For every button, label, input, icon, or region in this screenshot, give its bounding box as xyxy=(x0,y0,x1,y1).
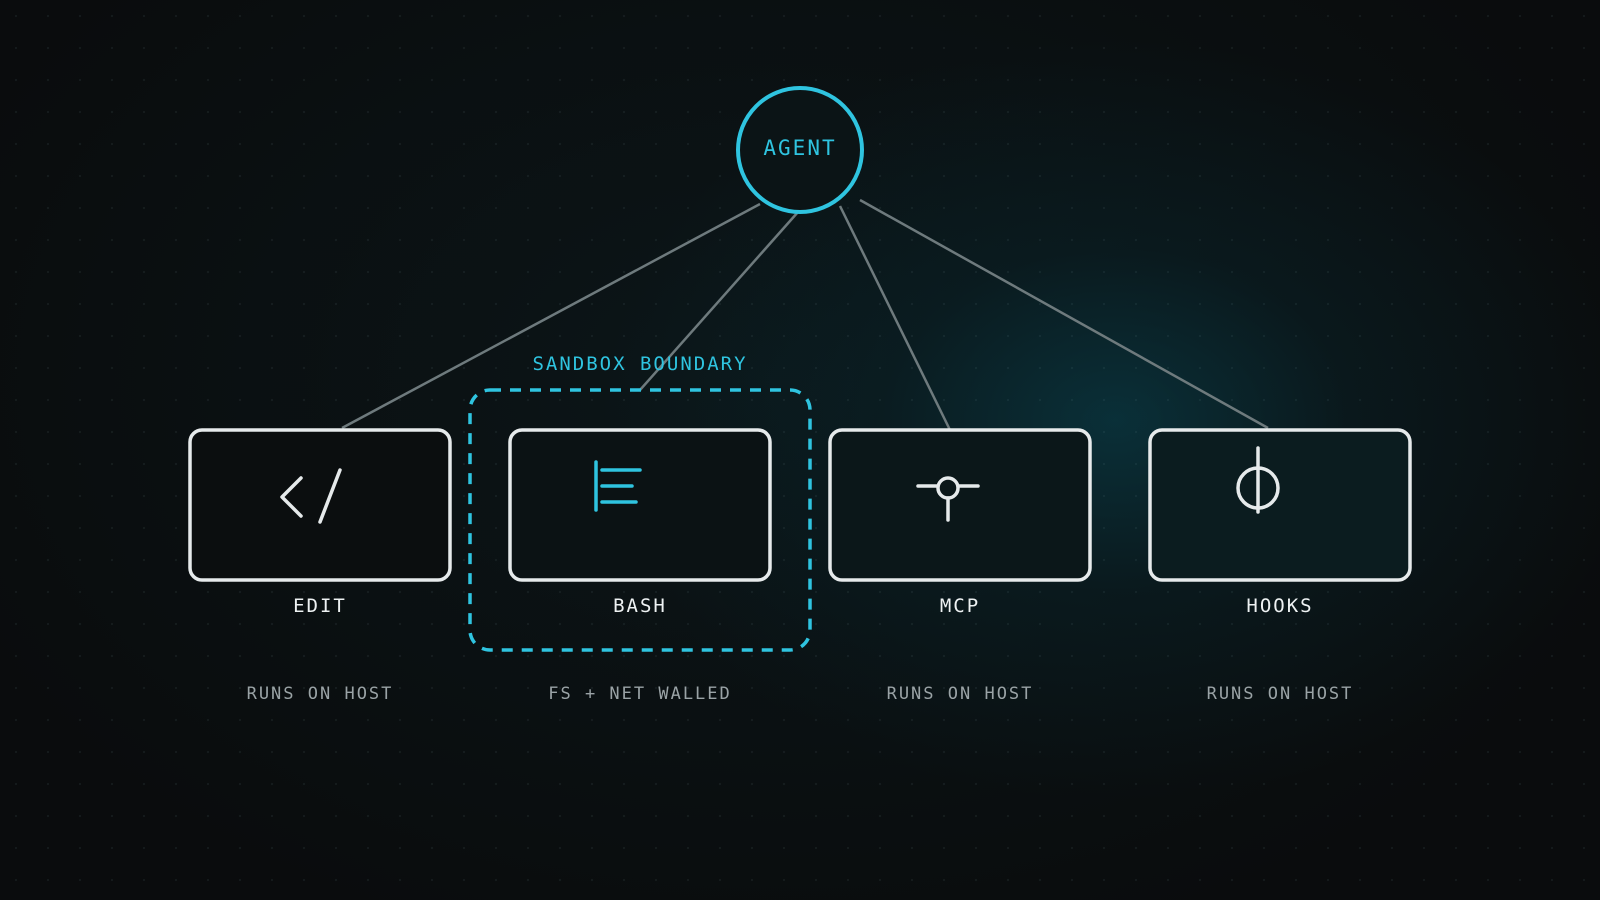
tool-box-mcp[interactable] xyxy=(828,428,1092,582)
connector-hooks xyxy=(859,198,1269,430)
tool-status-mcp: RUNS ON HOST xyxy=(886,684,1034,704)
tool-name-edit: EDIT xyxy=(293,595,347,617)
terminal-icon xyxy=(594,460,642,512)
agent-node[interactable] xyxy=(736,86,864,214)
hook-icon xyxy=(1236,446,1280,514)
tool-status-hooks: RUNS ON HOST xyxy=(1206,684,1354,704)
tool-box-bash[interactable] xyxy=(508,428,772,582)
sandbox-boundary xyxy=(468,388,812,652)
tool-status-bash: FS + NET WALLED xyxy=(548,684,732,704)
tool-name-bash: BASH xyxy=(613,595,667,617)
connector-edit xyxy=(341,202,761,430)
sandbox-boundary-label: SANDBOX BOUNDARY xyxy=(532,353,748,375)
tool-name-mcp: MCP xyxy=(939,595,981,617)
tool-box-hooks[interactable] xyxy=(1148,428,1412,582)
tool-name-hooks: HOOKS xyxy=(1246,595,1314,617)
tool-status-edit: RUNS ON HOST xyxy=(246,684,394,704)
tool-box-edit[interactable] xyxy=(188,428,452,582)
plug-node-icon xyxy=(916,476,980,522)
agent-label: AGENT xyxy=(763,136,837,160)
connector-mcp xyxy=(838,205,952,431)
code-icon xyxy=(280,468,342,524)
connector-bash xyxy=(639,211,799,391)
